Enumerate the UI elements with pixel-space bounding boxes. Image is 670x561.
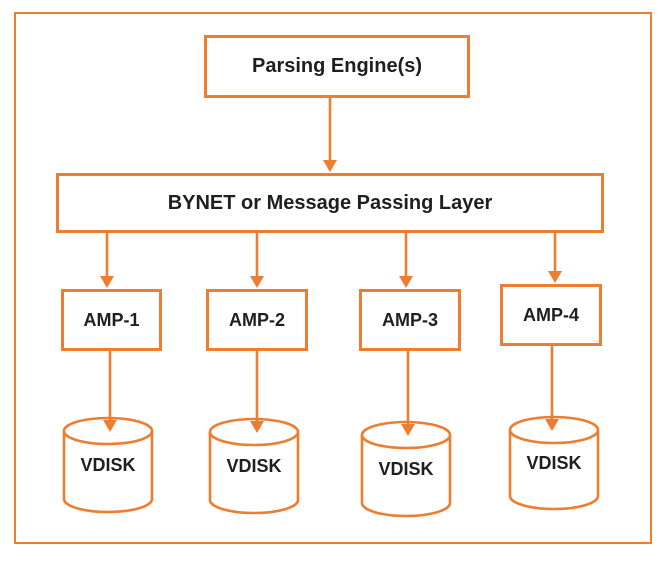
- vdisk-cylinder-2: [208, 417, 300, 515]
- vdisk-4-label: VDISK: [526, 452, 582, 473]
- arrow-amp3-to-vdisk3: [401, 351, 415, 436]
- bynet-layer-label: BYNET or Message Passing Layer: [167, 191, 493, 214]
- amp-3-box: AMP-3: [359, 289, 461, 351]
- arrow-bynet-to-amp3: [399, 233, 413, 288]
- arrow-bynet-to-amp4: [548, 233, 562, 283]
- vdisk-2-label: VDISK: [226, 455, 282, 476]
- arrow-bynet-to-amp2: [250, 233, 264, 288]
- amp-4-label: AMP-4: [522, 304, 579, 325]
- amp-2-box: AMP-2: [206, 289, 308, 351]
- vdisk-3-label: VDISK: [378, 458, 434, 479]
- vdisk-cylinder-4: [508, 415, 600, 511]
- amp-1-box: AMP-1: [61, 289, 162, 351]
- arrow-pe-to-bynet: [323, 98, 337, 172]
- vdisk-1-label: VDISK: [80, 454, 136, 475]
- amp-1-label: AMP-1: [83, 309, 140, 330]
- amp-2-label: AMP-2: [228, 309, 285, 330]
- arrow-amp4-to-vdisk4: [545, 346, 559, 431]
- outer-frame: [14, 12, 652, 544]
- parsing-engine-box: Parsing Engine(s): [204, 35, 470, 98]
- arrow-amp1-to-vdisk1: [103, 351, 117, 432]
- arrow-amp2-to-vdisk2: [250, 351, 264, 433]
- parsing-engine-label: Parsing Engine(s): [251, 55, 423, 77]
- vdisk-cylinder-1: [62, 416, 154, 514]
- arrow-bynet-to-amp1: [100, 233, 114, 288]
- vdisk-cylinder-3: [360, 420, 452, 518]
- amp-3-label: AMP-3: [381, 309, 438, 330]
- amp-4-box: AMP-4: [500, 284, 602, 346]
- bynet-layer-box: BYNET or Message Passing Layer: [56, 173, 604, 233]
